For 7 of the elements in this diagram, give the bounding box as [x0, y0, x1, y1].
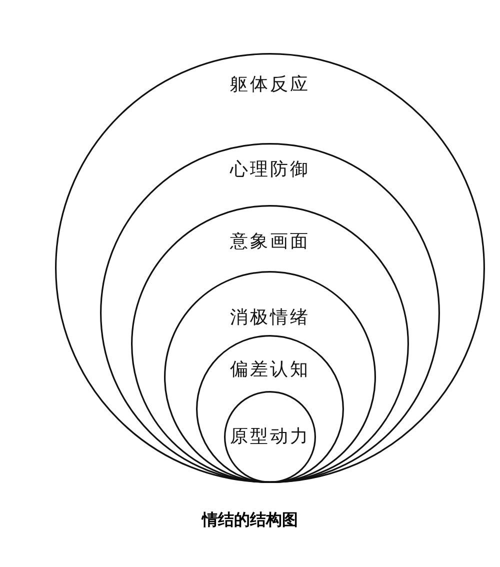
circle-label: 偏差认知 — [230, 359, 310, 381]
circle-label: 躯体反应 — [230, 74, 310, 96]
caption: 情结的结构图 — [200, 510, 299, 531]
circle-label: 消极情绪 — [230, 307, 310, 329]
circle-label: 意象画面 — [230, 231, 310, 253]
circle-label: 心理防御 — [230, 159, 310, 181]
circle-label: 原型动力 — [230, 426, 310, 448]
